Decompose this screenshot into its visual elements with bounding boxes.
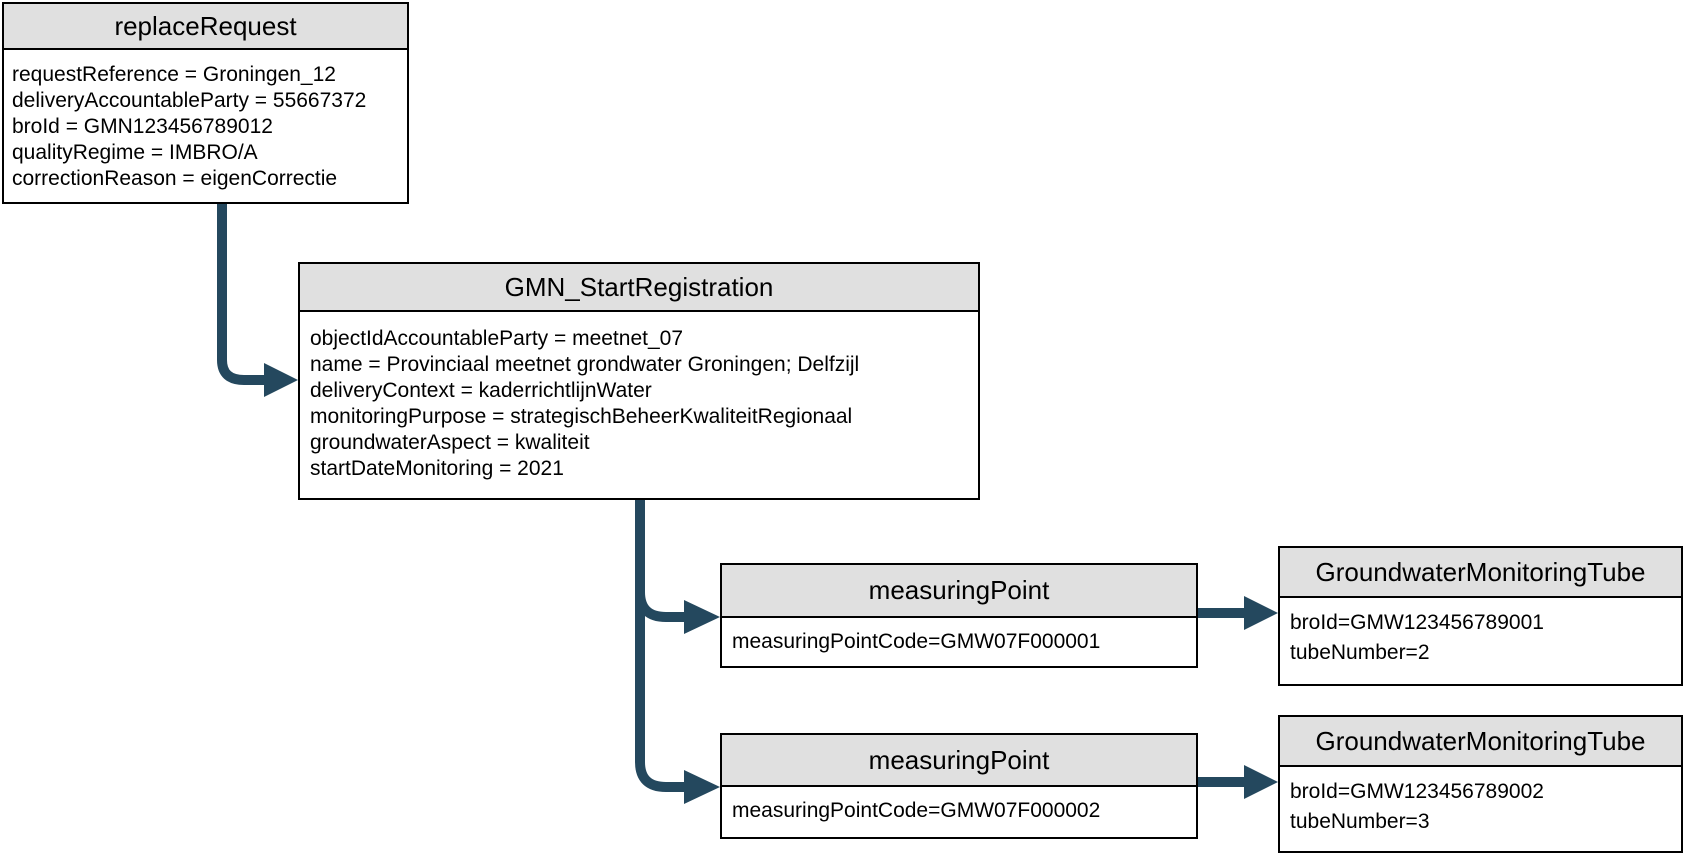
connector-replacerequest-to-gmn xyxy=(217,204,298,397)
attribute-line: name = Provinciaal meetnet grondwater Gr… xyxy=(310,353,860,376)
attribute-line: measuringPointCode=GMW07F000001 xyxy=(732,630,1101,653)
attribute-line: qualityRegime = IMBRO/A xyxy=(12,141,258,164)
node-title: GroundwaterMonitoringTube xyxy=(1280,717,1681,767)
node-attributes: measuringPointCode=GMW07F000002 xyxy=(722,787,1196,835)
node-attributes: requestReference = Groningen_12 delivery… xyxy=(4,50,407,192)
attribute-line: deliveryAccountableParty = 55667372 xyxy=(12,89,367,112)
node-attributes: broId=GMW123456789001 tubeNumber=2 xyxy=(1280,598,1681,668)
attribute-line: monitoringPurpose = strategischBeheerKwa… xyxy=(310,405,853,428)
attribute-line: broId = GMN123456789012 xyxy=(12,115,273,138)
attribute-line: objectIdAccountableParty = meetnet_07 xyxy=(310,327,683,350)
connector-gmn-to-measuringpoint-1 xyxy=(635,500,720,634)
arrowhead-icon xyxy=(264,363,298,397)
attribute-line: broId=GMW123456789002 xyxy=(1290,780,1544,803)
attribute-line: groundwaterAspect = kwaliteit xyxy=(310,431,590,454)
node-groundwater-monitoring-tube-2: GroundwaterMonitoringTube broId=GMW12345… xyxy=(1278,715,1683,853)
attribute-line: measuringPointCode=GMW07F000002 xyxy=(732,799,1101,822)
attribute-line: correctionReason = eigenCorrectie xyxy=(12,167,338,190)
arrowhead-icon xyxy=(684,600,720,634)
node-attributes: broId=GMW123456789002 tubeNumber=3 xyxy=(1280,767,1681,837)
connector-gmn-to-measuringpoint-2 xyxy=(635,500,720,804)
node-attributes: measuringPointCode=GMW07F000001 xyxy=(722,618,1196,666)
attribute-line: requestReference = Groningen_12 xyxy=(12,63,336,86)
node-measuring-point-1: measuringPoint measuringPointCode=GMW07F… xyxy=(720,563,1198,668)
arrowhead-icon xyxy=(1244,596,1278,630)
node-title: GroundwaterMonitoringTube xyxy=(1280,548,1681,598)
node-title: replaceRequest xyxy=(4,4,407,50)
node-measuring-point-2: measuringPoint measuringPointCode=GMW07F… xyxy=(720,733,1198,839)
arrowhead-icon xyxy=(1244,765,1278,799)
node-title: measuringPoint xyxy=(722,565,1196,618)
node-replace-request: replaceRequest requestReference = Gronin… xyxy=(2,2,409,204)
connector-measuringpoint1-to-tube1 xyxy=(1198,596,1278,630)
node-gmn-start-registration: GMN_StartRegistration objectIdAccountabl… xyxy=(298,262,980,500)
node-title: measuringPoint xyxy=(722,735,1196,787)
arrowhead-icon xyxy=(684,770,720,804)
node-attributes: objectIdAccountableParty = meetnet_07 na… xyxy=(300,312,978,482)
attribute-line: startDateMonitoring = 2021 xyxy=(310,457,564,480)
connector-measuringpoint2-to-tube2 xyxy=(1198,765,1278,799)
attribute-line: tubeNumber=2 xyxy=(1290,641,1430,664)
attribute-line: tubeNumber=3 xyxy=(1290,810,1430,833)
attribute-line: deliveryContext = kaderrichtlijnWater xyxy=(310,379,652,402)
node-title: GMN_StartRegistration xyxy=(300,264,978,312)
node-groundwater-monitoring-tube-1: GroundwaterMonitoringTube broId=GMW12345… xyxy=(1278,546,1683,686)
attribute-line: broId=GMW123456789001 xyxy=(1290,611,1544,634)
